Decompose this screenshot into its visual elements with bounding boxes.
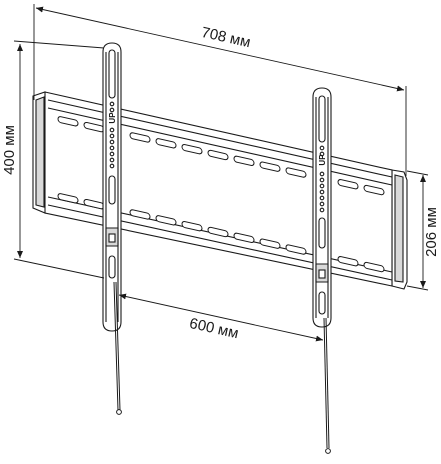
wall-plate-upper-slots [57, 116, 385, 196]
arm-spacing-label: 600 мм [188, 315, 240, 342]
left-arm-top-slot [108, 49, 116, 99]
left-arm-bottom-slot [108, 255, 116, 279]
left-arm-mid-slot [108, 175, 116, 205]
right-cord-end [325, 448, 331, 454]
wall-plate-lower-slots [57, 193, 385, 273]
dimension-vertical-spacing [13, 40, 105, 279]
right-arm-mid-slot [318, 217, 326, 249]
right-arm-up-label: UP [318, 154, 327, 166]
right-arm [312, 87, 332, 328]
left-safety-cord [113, 281, 122, 415]
left-cord-end [116, 409, 122, 415]
dimension-overall-width [33, 4, 407, 176]
vertical-spacing-label: 400 мм [1, 125, 18, 175]
dimension-arm-spacing [118, 293, 324, 342]
right-arm-top-slot [318, 95, 326, 143]
wall-plate-body [44, 91, 393, 287]
plate-height-label: 206 мм [423, 207, 440, 257]
right-safety-cord [323, 317, 331, 454]
right-arm-bottom-slot [318, 291, 326, 315]
dimension-plate-height [406, 170, 429, 291]
overall-width-label: 708 мм [200, 24, 252, 51]
left-arm [102, 42, 122, 332]
left-arm-up-label: UP [108, 112, 117, 124]
